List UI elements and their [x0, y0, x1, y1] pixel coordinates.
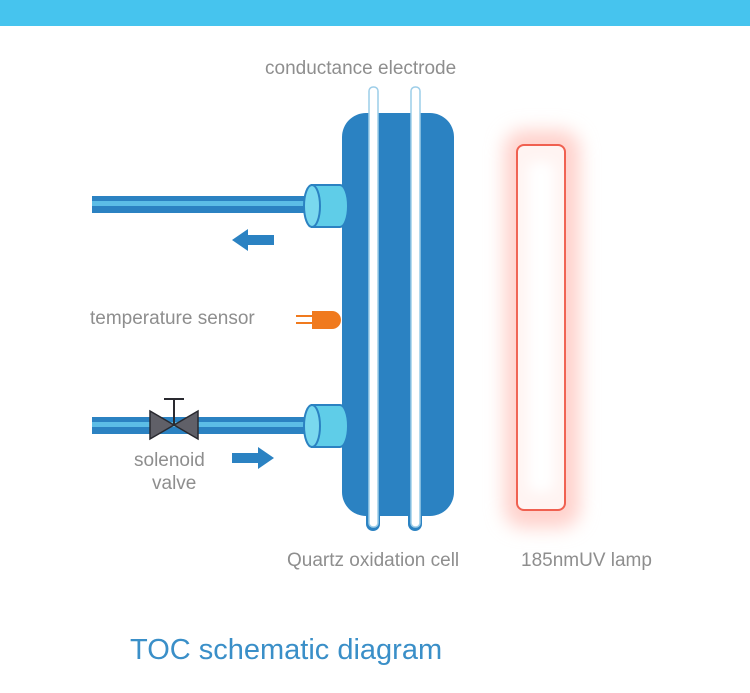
solenoid-valve-label-line2: valve	[152, 473, 197, 494]
temperature-sensor-label: temperature sensor	[90, 308, 255, 329]
inlet-fitting	[303, 404, 349, 448]
uv-lamp-label: 185nmUV lamp	[521, 550, 652, 571]
solenoid-valve-label-line1: solenoid	[134, 450, 205, 471]
arrow-right-icon	[232, 447, 274, 469]
diagram-caption: TOC schematic diagram	[130, 634, 443, 666]
arrow-left-icon	[232, 229, 274, 251]
quartz-cell-label: Quartz oxidation cell	[287, 550, 460, 571]
header-bar	[0, 0, 750, 26]
conductance-electrode	[368, 86, 421, 528]
outlet-fitting	[303, 184, 349, 228]
quartz-oxidation-cell	[342, 113, 454, 516]
inlet-pipe	[92, 417, 312, 434]
temperature-sensor-icon	[296, 311, 341, 329]
conductance-electrode-label: conductance electrode	[265, 58, 457, 79]
outlet-pipe	[92, 196, 312, 213]
uv-lamp	[504, 130, 580, 528]
solenoid-valve-icon	[149, 398, 199, 441]
